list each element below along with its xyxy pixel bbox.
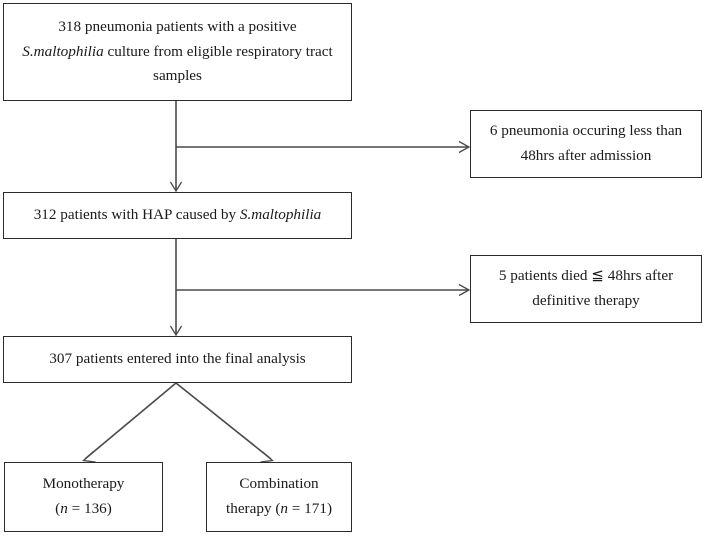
monotherapy-label: Monotherapy <box>42 475 125 493</box>
node-final-analysis: 307 patients entered into the final anal… <box>3 336 352 383</box>
arrowhead-right-exclusion-1 <box>458 140 471 154</box>
monotherapy-n-symbol: n <box>60 500 68 517</box>
monotherapy-n-value: = 136) <box>67 500 112 517</box>
exclusion-2-line-2: definitive therapy <box>532 292 640 309</box>
exclusion-2-line-1-suffix: 48hrs after <box>603 267 674 285</box>
arrowhead-down-hap <box>169 181 183 193</box>
arrowhead-monotherapy <box>82 451 96 463</box>
less-than-or-equal-symbol: ≦ <box>591 267 604 285</box>
connector-final-to-combination <box>175 382 272 460</box>
connector-final-to-monotherapy <box>84 382 177 460</box>
screened-line-2-rest: culture from eligible respiratory tract <box>103 42 333 60</box>
arrowhead-down-final <box>169 325 183 337</box>
arrowhead-combination <box>260 451 275 463</box>
final-analysis-label: 307 patients entered into the final anal… <box>49 350 306 368</box>
combination-label-line-1: Combination <box>239 475 319 493</box>
combination-n-symbol: n <box>280 500 288 517</box>
combination-label-line-2-prefix: therapy ( <box>226 500 281 517</box>
node-hap-patients: 312 patients with HAP caused by S.maltop… <box>3 192 352 239</box>
screened-line-3: samples <box>153 67 202 85</box>
combination-n-value: = 171) <box>288 500 332 517</box>
node-exclusion-early-death: 5 patients died ≦ 48hrs after definitive… <box>470 255 702 323</box>
monotherapy-paren-open: ( <box>55 500 61 517</box>
screened-line-1: 318 pneumonia patients with a positive <box>58 18 297 36</box>
exclusion-1-line-1: 6 pneumonia occuring less than <box>489 122 683 140</box>
node-monotherapy-arm: Monotherapy (n = 136) <box>4 462 163 532</box>
hap-label-prefix: 312 patients with HAP caused by <box>33 206 240 224</box>
hap-species-name: S.maltophilia <box>239 206 322 224</box>
arrowhead-right-exclusion-2 <box>458 283 471 297</box>
exclusion-2-line-1-prefix: 5 patients died <box>498 267 592 285</box>
exclusion-1-line-2: 48hrs after admission <box>520 147 652 164</box>
node-screened-patients: 318 pneumonia patients with a positive S… <box>3 3 352 101</box>
screened-species-name: S.maltophilia <box>22 42 104 60</box>
node-exclusion-early-onset: 6 pneumonia occuring less than 48hrs aft… <box>470 110 702 178</box>
node-combination-therapy-arm: Combination therapy (n = 171) <box>206 462 352 532</box>
